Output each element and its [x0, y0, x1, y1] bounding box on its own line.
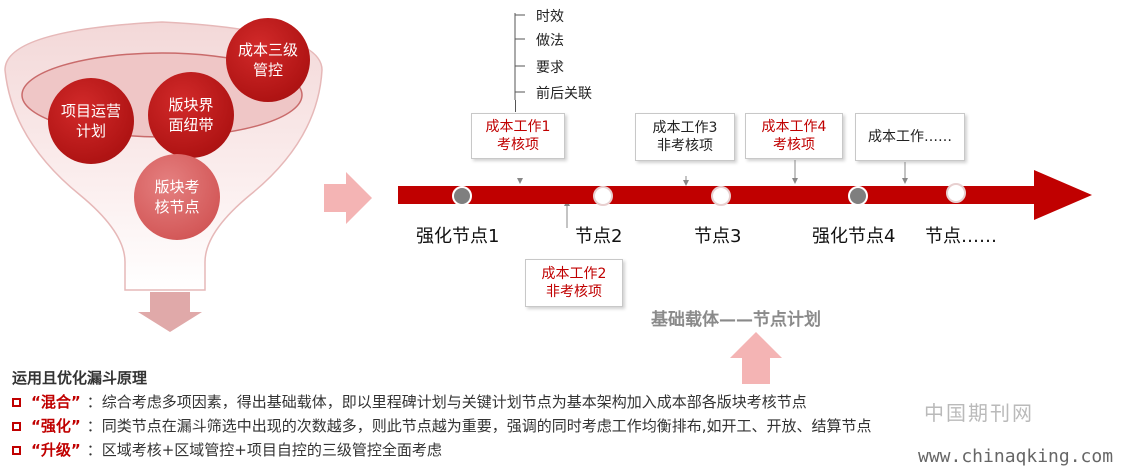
attr-connector	[515, 100, 516, 112]
node-2[interactable]	[593, 186, 613, 206]
square-bullet-icon	[12, 422, 21, 431]
card-cost-work-1: 成本工作1 考核项	[471, 113, 565, 159]
card-cost-work-2: 成本工作2 非考核项	[525, 259, 623, 307]
principle-item-strengthen: “强化”：同类节点在漏斗筛选中出现的次数越多，则此节点越为重要，强调的同时考虑工…	[12, 415, 872, 436]
card-connectors	[517, 160, 908, 228]
card-cost-work-3: 成本工作3 非考核项	[635, 113, 735, 161]
right-arrow	[324, 172, 372, 224]
attr-method: 做法	[536, 33, 564, 49]
attr-requirement: 要求	[536, 60, 564, 76]
down-arrow	[138, 292, 202, 332]
attribute-bracket	[514, 13, 525, 100]
label-node-3: 节点3	[694, 226, 742, 247]
attr-relation: 前后关联	[536, 86, 592, 102]
principle-item-upgrade: “升级”：区域考核+区域管控+项目自控的三级管控全面考虑	[12, 439, 442, 460]
circle-cost-control: 成本三级 管控	[226, 18, 310, 102]
watermark-url: www.chinaqking.com	[918, 446, 1114, 467]
card-cost-work-4: 成本工作4 考核项	[745, 113, 843, 159]
label-node-2: 节点2	[575, 226, 623, 247]
watermark-cn: 中国期刊网	[924, 401, 1034, 425]
principle-title: 运用且优化漏斗原理	[12, 369, 148, 387]
circle-section-link: 版块界 面纽带	[148, 72, 234, 158]
label-node-more: 节点……	[925, 226, 997, 247]
circle-section-assessment: 版块考 核节点	[134, 154, 220, 240]
principle-item-mix: “混合”：综合考虑多项因素，得出基础载体，即以里程碑计划与关键计划节点为基本架构…	[12, 391, 807, 412]
circle-project-plan: 项目运营 计划	[48, 78, 134, 164]
node-strengthen-4[interactable]	[848, 186, 868, 206]
label-strengthen-4: 强化节点4	[812, 226, 896, 247]
node-strengthen-1[interactable]	[452, 186, 472, 206]
square-bullet-icon	[12, 398, 21, 407]
up-arrow	[730, 332, 782, 384]
square-bullet-icon	[12, 446, 21, 455]
node-3[interactable]	[711, 186, 731, 206]
label-strengthen-1: 强化节点1	[416, 226, 500, 247]
timeline-arrow[interactable]	[398, 168, 1098, 224]
attr-timeliness: 时效	[536, 9, 564, 25]
card-cost-work-more: 成本工作……	[855, 113, 965, 161]
base-carrier-label: 基础载体——节点计划	[651, 310, 821, 330]
node-more[interactable]	[946, 183, 966, 203]
